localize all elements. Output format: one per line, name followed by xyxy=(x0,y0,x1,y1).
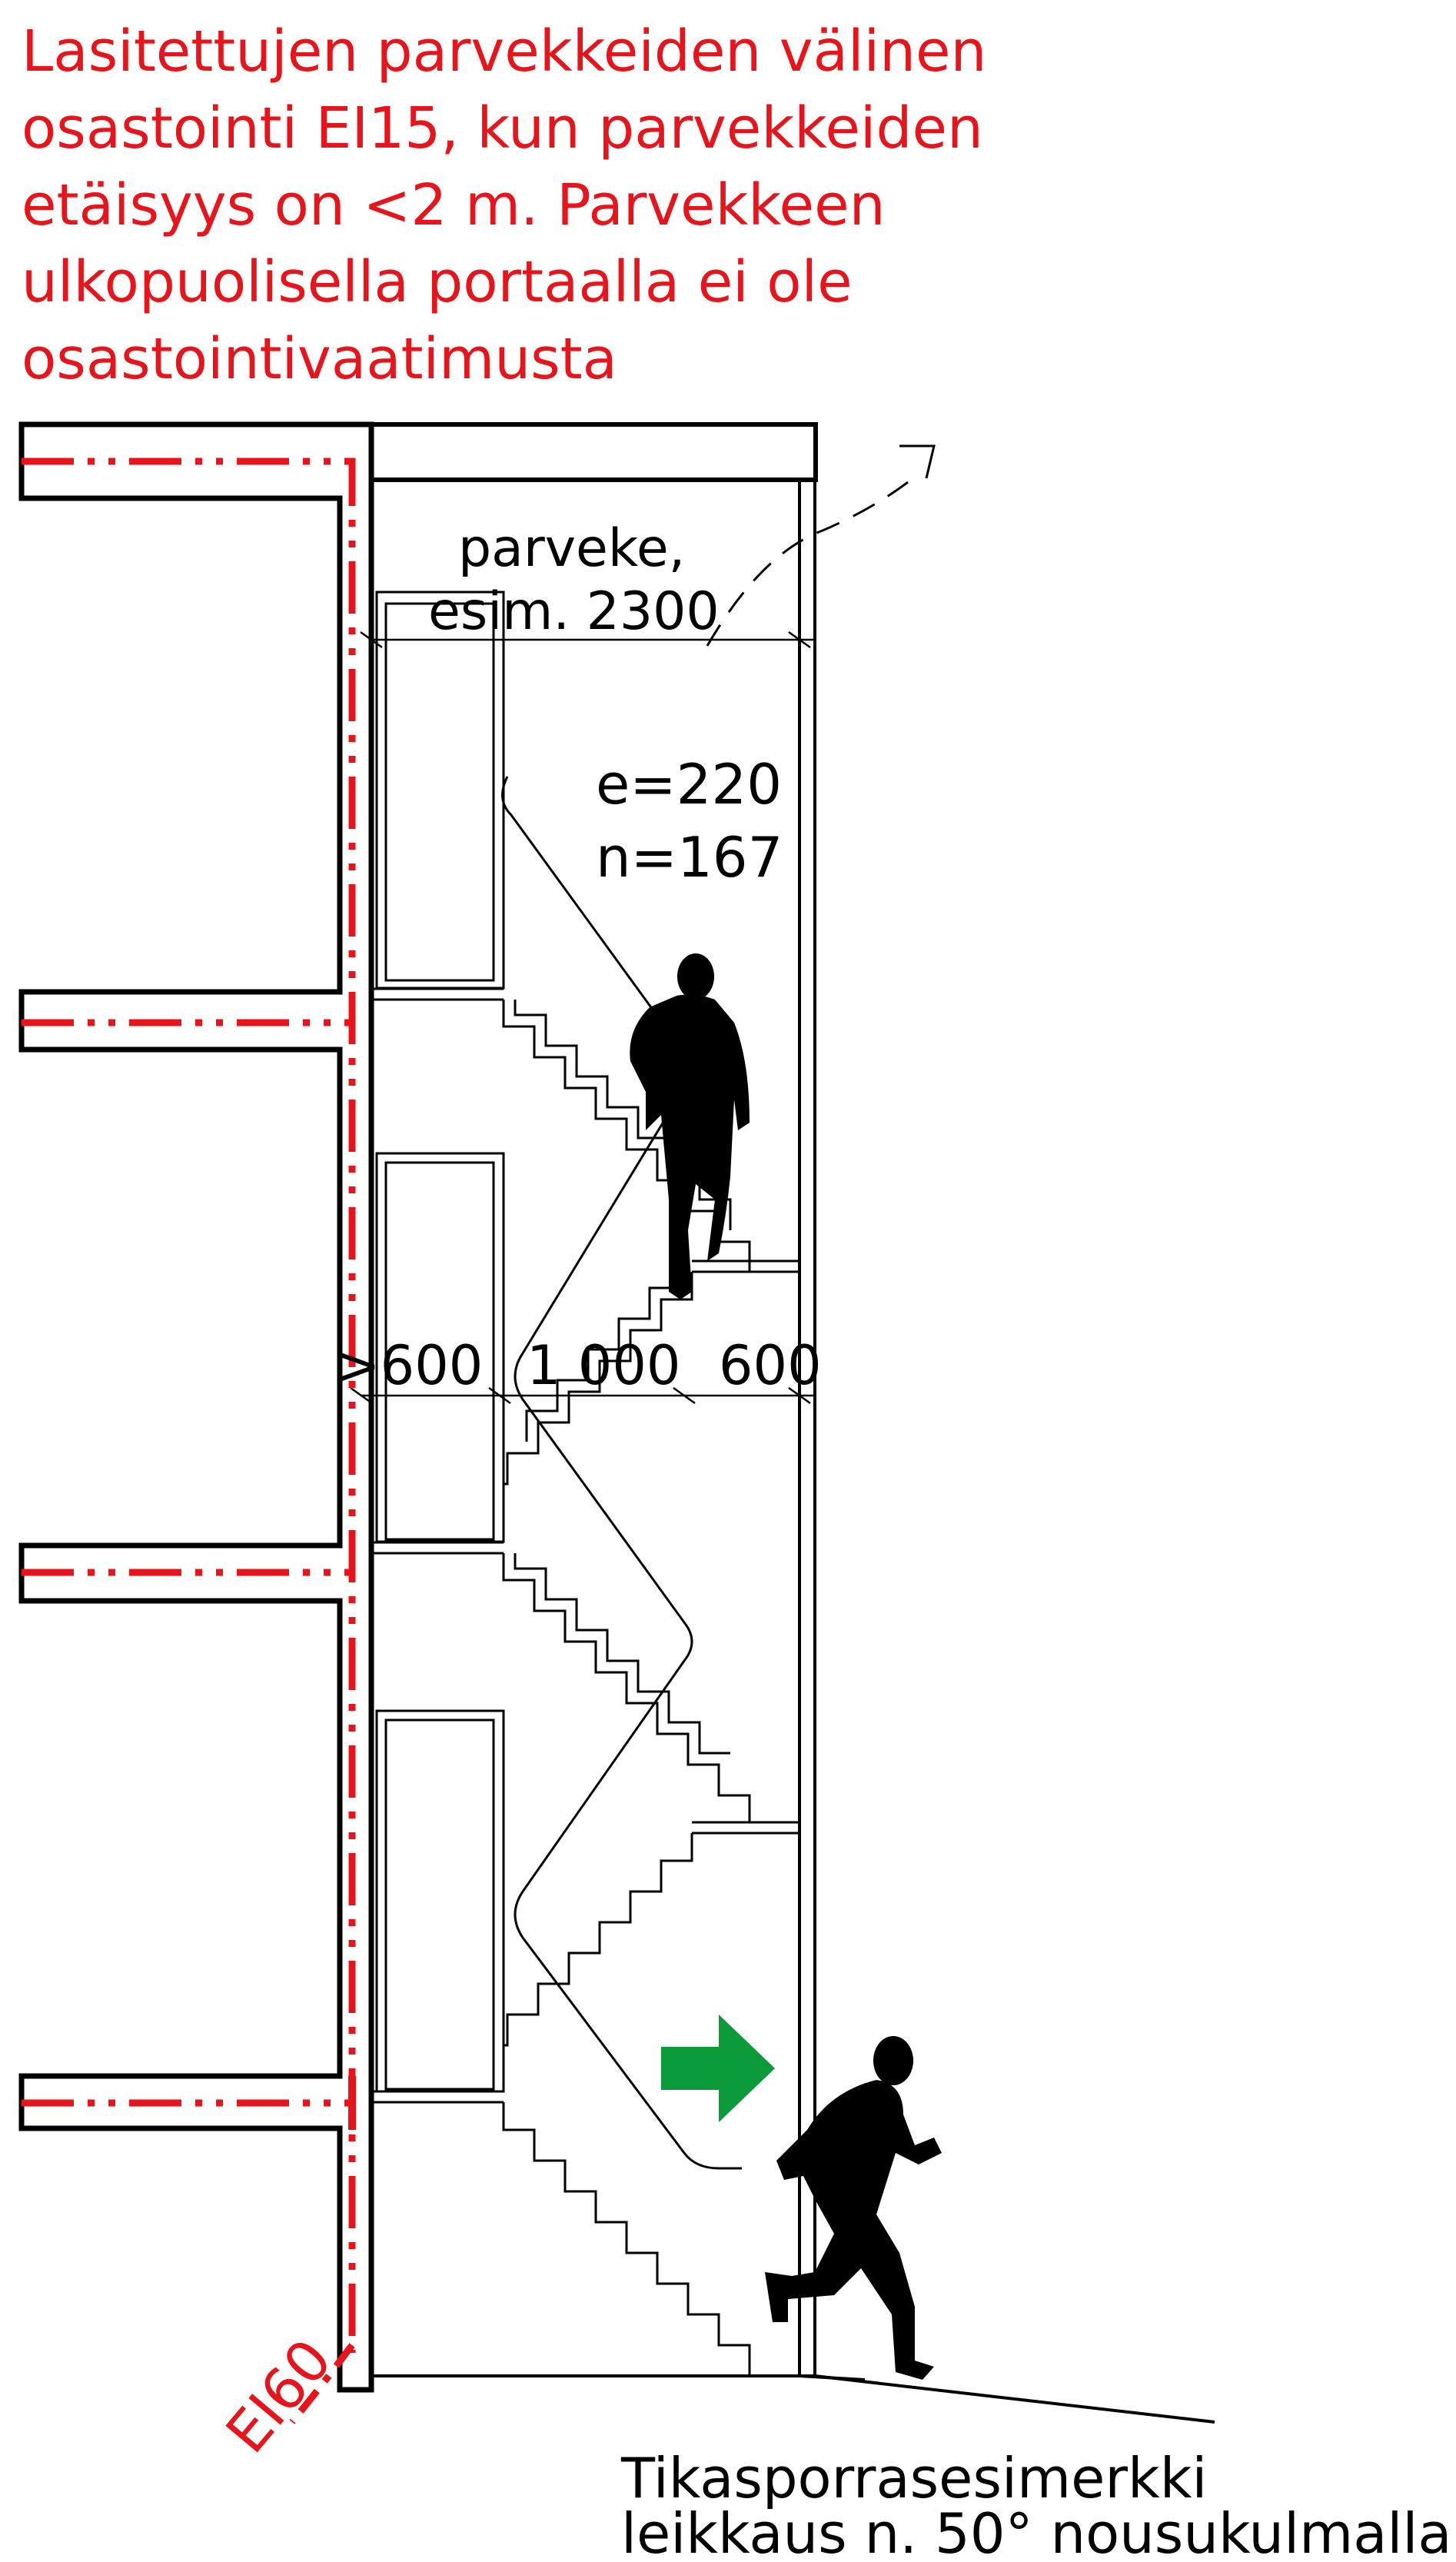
stair-dimension-line xyxy=(350,1386,815,1405)
balcony-label-line-1: parveke, xyxy=(458,518,685,579)
stair-flight-5 xyxy=(502,2102,751,2376)
fire-compartment-lines xyxy=(22,458,356,2353)
fire-class-label: EI60 xyxy=(214,2327,344,2466)
exit-arrow-icon xyxy=(661,2015,775,2122)
dimension-right-label: 600 xyxy=(719,1334,822,1397)
stair-flight-3-back xyxy=(514,1553,730,1755)
walking-person-silhouette xyxy=(630,953,750,1299)
handrails xyxy=(501,776,742,2170)
balcony-dimension-line xyxy=(360,631,815,649)
facade-windows xyxy=(375,591,505,2093)
stair-flight-2 xyxy=(502,1272,693,1542)
caption-line-1: Tikasporrasesimerkki xyxy=(620,2446,1207,2510)
stair-landings xyxy=(692,1259,799,1835)
door-swing-arc xyxy=(706,444,936,647)
dimension-middle-label: 1 000 xyxy=(527,1334,680,1397)
stair-flights xyxy=(502,1000,751,2376)
building-facade xyxy=(18,421,374,2393)
title-line-4: ulkopuolisella portaalla ei ole xyxy=(22,249,853,315)
stair-flight-2-back xyxy=(525,1272,682,1442)
step-rise-label: e=220 xyxy=(596,752,782,817)
stair-flight-4 xyxy=(502,1833,693,2091)
running-person-silhouette xyxy=(765,2036,942,2380)
ground-line xyxy=(814,2374,1215,2424)
title-line-1: Lasitettujen parvekkeiden välinen xyxy=(22,18,986,85)
title-line-5: osastointivaatimusta xyxy=(22,326,617,392)
balcony-label-line-2: esim. 2300 xyxy=(428,581,720,642)
balcony-floor-slabs xyxy=(371,987,504,2104)
title-line-3: etäisyys on <2 m. Parvekkeen xyxy=(22,172,886,238)
ei60-leader xyxy=(289,2343,355,2424)
ground-line-base xyxy=(799,2374,866,2381)
caption-line-2: leikkaus n. 50° nousukulmalla xyxy=(621,2501,1451,2562)
title-line-2: osastointi EI15, kun parvekkeiden xyxy=(22,95,983,161)
dimension-left-label: >600 xyxy=(335,1334,483,1397)
glazing-frame xyxy=(371,480,816,2377)
diagram-title: Lasitettujen parvekkeiden välinen osasto… xyxy=(22,18,986,392)
roof-slab xyxy=(369,422,818,482)
step-going-label: n=167 xyxy=(596,825,783,890)
stair-flight-3 xyxy=(502,1553,751,1822)
